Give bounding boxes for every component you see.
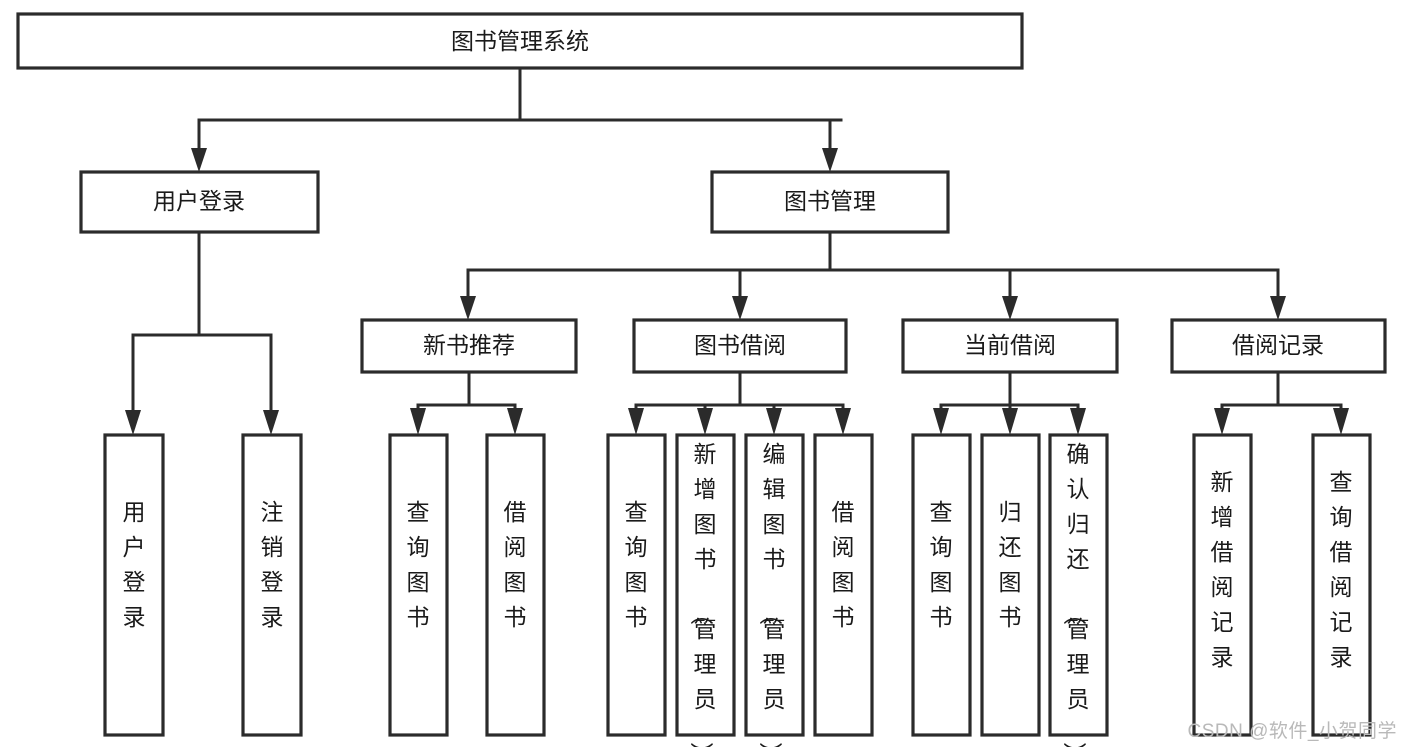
leaf-node-query-book-2-box xyxy=(606,433,667,737)
node-borrow-record[interactable]: 借阅记录 xyxy=(1170,318,1387,374)
leaf-node-return-book-box xyxy=(980,433,1041,737)
leaf-node-query-book-1-box xyxy=(388,433,449,737)
node-book-borrow-box xyxy=(632,318,848,374)
leaf-node-add-record-box xyxy=(1192,433,1253,737)
leaf-node-add-record-label: 新增借阅记录 xyxy=(1211,469,1234,670)
node-book-borrow[interactable]: 图书借阅 xyxy=(632,318,848,374)
connector-book-manage-children xyxy=(460,230,1286,320)
arrow-head-leaf-query-record xyxy=(1333,408,1349,435)
node-book-borrow-label: 图书借阅 xyxy=(694,332,786,358)
connector-new-book-rec-children xyxy=(410,370,523,435)
arrow-head-user-login xyxy=(191,148,207,172)
connector-user-login-children xyxy=(125,230,279,435)
leaf-node-user-login-label: 用户登录 xyxy=(123,499,146,630)
arrow-head-leaf-query-book-2 xyxy=(628,408,644,435)
leaf-node-edit-book-box xyxy=(744,433,805,737)
leaf-node-add-book-box xyxy=(675,433,736,737)
leaf-node-query-record-label: 查询借阅记录 xyxy=(1330,469,1353,670)
leaf-node-borrow-book-1-label: 借阅图书 xyxy=(504,499,527,630)
node-borrow-record-box xyxy=(1170,318,1387,374)
csdn-watermark: CSDN @软件_小贺同学 xyxy=(1187,721,1397,742)
leaf-node-borrow-book-2-label: 借阅图书 xyxy=(832,499,855,630)
leaf-node-borrow-book-1[interactable]: 借阅图书 xyxy=(485,433,546,737)
arrow-head-leaf-confirm-return xyxy=(1070,408,1086,435)
arrow-head-leaf-query-book-3 xyxy=(933,408,949,435)
leaf-node-user-login[interactable]: 用户登录 xyxy=(103,433,165,737)
leaf-node-borrow-book-1-box xyxy=(485,433,546,737)
leaf-node-user-logout[interactable]: 注销登录 xyxy=(241,433,303,737)
leaf-node-edit-book-label: 编辑图书（管理员） xyxy=(758,441,786,747)
arrow-head-leaf-add-record xyxy=(1214,408,1230,435)
leaf-node-query-book-1[interactable]: 查询图书 xyxy=(388,433,449,737)
arrow-head-leaf-add-book xyxy=(697,408,713,435)
node-current-borrow-label: 当前借阅 xyxy=(964,332,1056,358)
leaf-node-add-book[interactable]: 新增图书（管理员） xyxy=(675,433,736,747)
arrow-head-new-book-rec xyxy=(460,296,476,320)
arrow-head-leaf-borrow-book-1 xyxy=(507,408,523,435)
leaf-node-add-record[interactable]: 新增借阅记录 xyxy=(1192,433,1253,737)
leaf-node-return-book-label: 归还图书 xyxy=(999,499,1022,630)
arrow-head-leaf-edit-book xyxy=(766,408,782,435)
leaf-node-query-book-3-box xyxy=(911,433,972,737)
leaf-node-confirm-return-label: 确认归还（管理员） xyxy=(1062,441,1090,747)
leaf-node-user-login-box xyxy=(103,433,165,737)
arrow-head-borrow-record xyxy=(1270,296,1286,320)
node-current-borrow[interactable]: 当前借阅 xyxy=(901,318,1119,374)
leaf-node-query-record[interactable]: 查询借阅记录 xyxy=(1311,433,1372,737)
leaf-node-borrow-book-2[interactable]: 借阅图书 xyxy=(813,433,874,737)
node-new-book-rec[interactable]: 新书推荐 xyxy=(360,318,578,374)
arrow-head-book-borrow xyxy=(732,296,748,320)
node-new-book-rec-box xyxy=(360,318,578,374)
leaf-node-user-logout-label: 注销登录 xyxy=(261,499,284,630)
connector-book-borrow-children xyxy=(628,370,851,435)
leaf-node-query-record-box xyxy=(1311,433,1372,737)
node-current-borrow-box xyxy=(901,318,1119,374)
arrow-head-leaf-user-login xyxy=(125,410,141,435)
node-user-login-label: 用户登录 xyxy=(153,188,245,214)
arrow-head-leaf-borrow-book-2 xyxy=(835,408,851,435)
leaf-node-query-book-1-label: 查询图书 xyxy=(407,499,430,630)
node-book-manage[interactable]: 图书管理 xyxy=(710,170,950,234)
arrow-head-leaf-user-logout xyxy=(263,410,279,435)
node-root[interactable]: 图书管理系统 xyxy=(16,12,1024,70)
connector-root-to-level1 xyxy=(191,66,843,172)
connector-borrow-record-children xyxy=(1214,370,1349,435)
node-user-login[interactable]: 用户登录 xyxy=(79,170,320,234)
node-root-box xyxy=(16,12,1024,70)
leaf-node-edit-book[interactable]: 编辑图书（管理员） xyxy=(744,433,805,747)
leaf-node-borrow-book-2-box xyxy=(813,433,874,737)
node-borrow-record-label: 借阅记录 xyxy=(1232,332,1324,358)
leaf-node-query-book-3-label: 查询图书 xyxy=(930,499,953,630)
leaf-node-query-book-3[interactable]: 查询图书 xyxy=(911,433,972,737)
connector-current-borrow-children xyxy=(933,370,1086,435)
leaf-node-confirm-return[interactable]: 确认归还（管理员） xyxy=(1048,433,1109,747)
node-root-label: 图书管理系统 xyxy=(451,28,589,54)
node-book-manage-label: 图书管理 xyxy=(784,188,876,214)
leaf-node-confirm-return-box xyxy=(1048,433,1109,737)
leaf-node-user-logout-box xyxy=(241,433,303,737)
arrow-head-leaf-return-book xyxy=(1002,408,1018,435)
arrow-head-current-borrow xyxy=(1002,296,1018,320)
leaf-node-query-book-2[interactable]: 查询图书 xyxy=(606,433,667,737)
arrow-head-book-manage xyxy=(822,148,838,172)
arrow-head-leaf-query-book-1 xyxy=(410,408,426,435)
node-new-book-rec-label: 新书推荐 xyxy=(423,332,515,358)
node-book-manage-box xyxy=(710,170,950,234)
leaf-node-query-book-2-label: 查询图书 xyxy=(625,499,648,630)
leaf-node-add-book-label: 新增图书（管理员） xyxy=(689,441,717,747)
leaf-node-return-book[interactable]: 归还图书 xyxy=(980,433,1041,737)
